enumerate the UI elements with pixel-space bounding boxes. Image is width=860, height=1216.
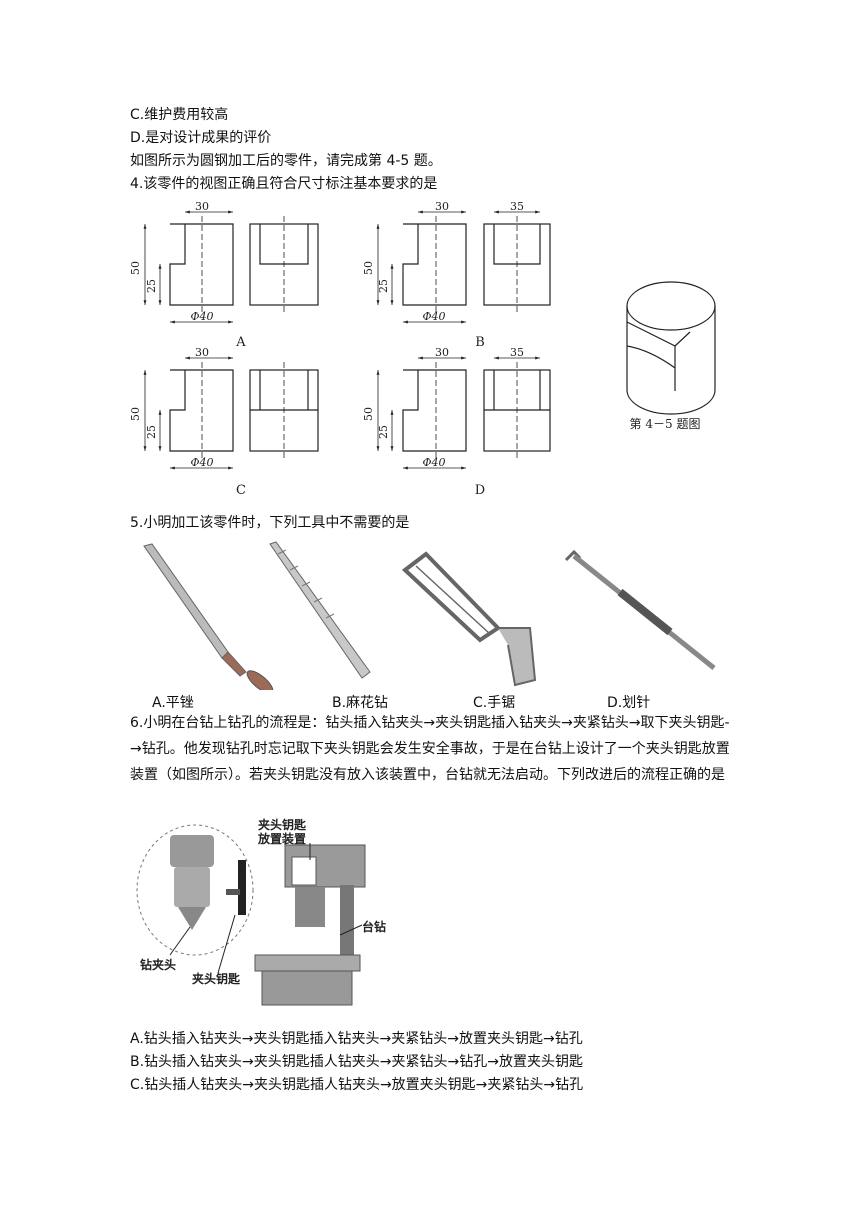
option-6b: B.钻头插入钻夹头→夹头钥匙插人钻夹头→夹紧钻头→钻孔→放置夹头钥匙 — [130, 1054, 583, 1070]
view-b-side-dim: 35 — [510, 200, 524, 213]
option-6c: C.钻头插人钻夹头→夹头钥匙插人钻夹头→放置夹头钥匙→夹紧钻头→钻孔 — [130, 1077, 584, 1093]
view-c-h25: 25 — [145, 425, 158, 439]
bench-drill-image — [254, 844, 366, 1006]
chuck-key-image — [226, 860, 246, 915]
view-d-top-dim: 30 — [435, 346, 449, 359]
flat-file-image — [143, 543, 274, 690]
intro-text: 如图所示为圆钢加工后的零件，请完成第 4-5 题。 — [130, 153, 442, 169]
view-c-top-dim: 30 — [195, 346, 209, 359]
label-chuck-key: 夹头钥匙 — [192, 971, 241, 986]
view-a-h25: 25 — [145, 279, 158, 293]
option-d-text: D.是对设计成果的评价 — [130, 130, 272, 146]
question-6: 6.小明在台钻上钻孔的流程是：钻头插入钻夹头→夹头钥匙插入钻夹头→夹紧钻头→取下… — [130, 715, 730, 783]
view-b — [376, 210, 551, 324]
view-b-h25: 25 — [377, 279, 390, 293]
tools-figure — [143, 541, 716, 690]
twist-drill-image — [269, 541, 371, 679]
view-c-h50: 50 — [130, 407, 142, 421]
tool-label-d: D.划针 — [607, 695, 651, 711]
view-a-letter: A — [235, 335, 246, 350]
question-5: 5.小明加工该零件时，下列工具中不需要的是 — [130, 515, 410, 531]
view-d-h25: 25 — [377, 425, 390, 439]
part-3d-view — [626, 281, 716, 415]
label-chuck: 钻夹头 — [140, 957, 176, 972]
view-d-letter: D — [475, 483, 485, 498]
view-a-h50: 50 — [130, 261, 142, 275]
view-d-dia: Φ40 — [422, 456, 445, 469]
view-d-side-dim: 35 — [510, 346, 524, 359]
question-4: 4.该零件的视图正确且符合尺寸标注基本要求的是 — [130, 176, 438, 192]
view-a-top-dim: 30 — [195, 200, 209, 213]
view-d — [376, 356, 551, 470]
drill-figure: 夹头钥匙 放置装置 台钻 钻夹头 夹头钥匙 — [136, 817, 386, 1006]
chuck-image — [170, 835, 214, 930]
view-d-h50: 50 — [362, 407, 375, 421]
view-a — [143, 210, 319, 324]
label-key-device-1: 夹头钥匙 — [258, 817, 307, 832]
view-b-dia: Φ40 — [422, 310, 445, 323]
option-c-text: C.维护费用较高 — [130, 107, 229, 123]
figure-caption: 第 4－5 题图 — [630, 417, 701, 431]
option-6a: A.钻头插入钻夹头→夹头钥匙插入钻夹头→夹紧钻头→放置夹头钥匙→钻孔 — [130, 1031, 583, 1047]
view-c — [143, 356, 319, 470]
view-a-dia: Φ40 — [190, 310, 213, 323]
label-bench-drill: 台钻 — [362, 919, 386, 934]
view-c-letter: C — [236, 483, 246, 498]
views-figure: 30 50 25 Φ40 A 30 35 50 25 Φ40 B 30 50 2… — [130, 200, 716, 498]
tool-label-b: B.麻花钻 — [332, 695, 389, 711]
view-b-letter: B — [475, 335, 485, 350]
tool-label-a: A.平锉 — [152, 695, 194, 711]
view-b-top-dim: 30 — [435, 200, 449, 213]
view-c-dia: Φ40 — [190, 456, 213, 469]
scriber-image — [564, 549, 716, 670]
hacksaw-image — [401, 551, 537, 687]
tool-label-c: C.手锯 — [473, 695, 516, 711]
label-key-device-2: 放置装置 — [257, 831, 306, 846]
view-b-h50: 50 — [362, 261, 375, 275]
